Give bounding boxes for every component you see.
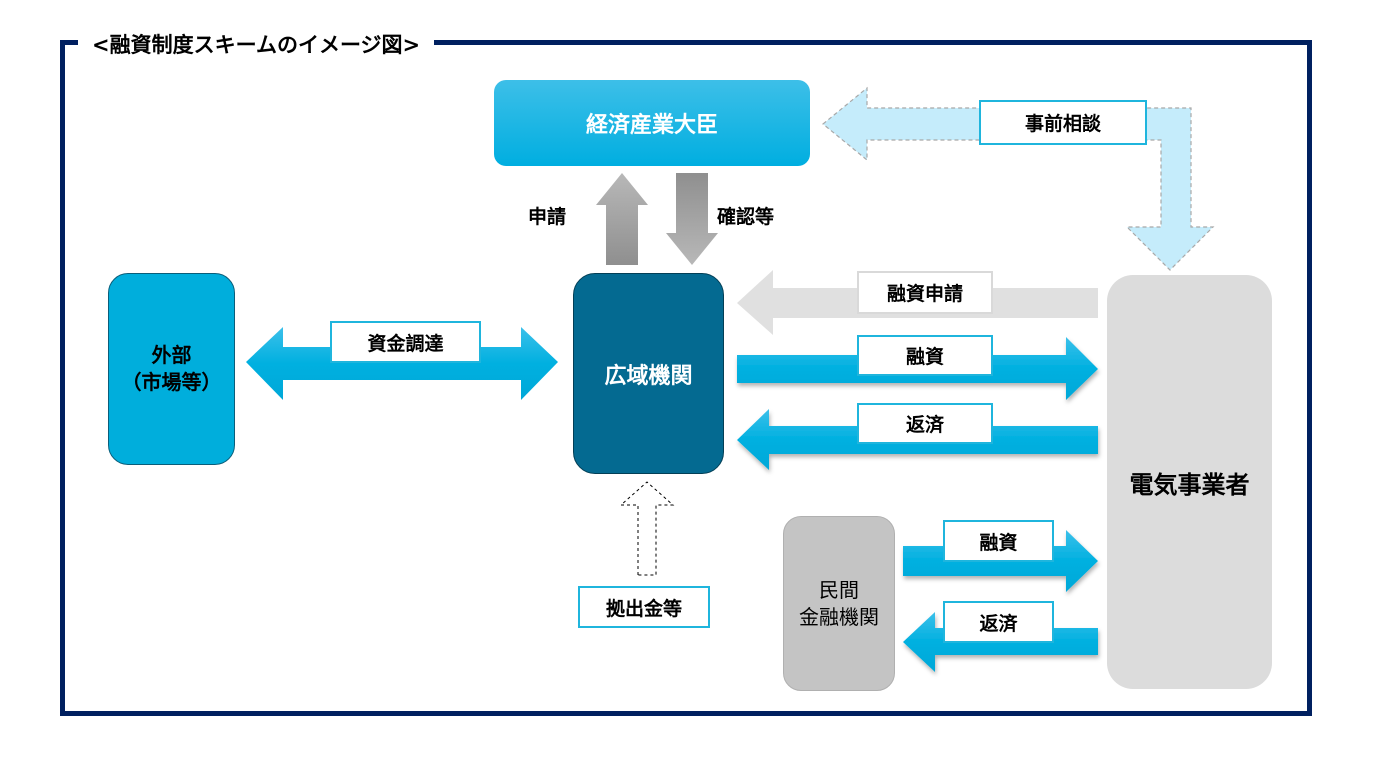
fundraising-text: 資金調達: [367, 332, 444, 355]
loan-text: 融資: [905, 346, 944, 368]
repay-label: 返済: [857, 403, 993, 444]
confirm-label: 確認等: [717, 206, 775, 228]
pre-consult-text: 事前相談: [1024, 113, 1101, 135]
private-loan-label: 融資: [943, 520, 1054, 562]
external-label: 外部 （市場等）: [121, 343, 222, 394]
fundraising-arrow: [246, 327, 558, 400]
occto-node: 広域機関: [573, 273, 724, 474]
contribution-arrow: [619, 481, 675, 576]
apply-label: 申請: [528, 206, 567, 228]
private-loan-text: 融資: [979, 531, 1018, 554]
external-node: 外部 （市場等）: [108, 273, 235, 465]
utility-label: 電気事業者: [1129, 470, 1250, 499]
utility-node: 電気事業者: [1107, 275, 1272, 689]
contribution-label: 拠出金等: [578, 586, 710, 628]
diagram-title: <融資制度スキームのイメージ図>: [78, 25, 435, 65]
apply-arrow: [596, 173, 648, 265]
minister-node: 経済産業大臣: [494, 80, 810, 166]
minister-label: 経済産業大臣: [585, 113, 718, 138]
private-bank-node: 民間 金融機関: [783, 516, 895, 691]
private-repay-text: 返済: [979, 612, 1018, 635]
diagram-frame: [60, 40, 1312, 716]
pre-consult-label: 事前相談: [979, 100, 1147, 145]
confirm-arrow: [666, 173, 718, 265]
private-bank-label: 民間 金融機関: [799, 577, 879, 629]
loan-apply-text: 融資申請: [886, 283, 963, 305]
occto-label: 広域機関: [604, 363, 693, 389]
repay-text: 返済: [905, 414, 944, 436]
loan-apply-label: 融資申請: [857, 271, 993, 314]
private-repay-label: 返済: [943, 601, 1054, 643]
loan-label: 融資: [857, 335, 993, 376]
fundraising-label: 資金調達: [330, 321, 481, 363]
contribution-text: 拠出金等: [605, 597, 682, 620]
